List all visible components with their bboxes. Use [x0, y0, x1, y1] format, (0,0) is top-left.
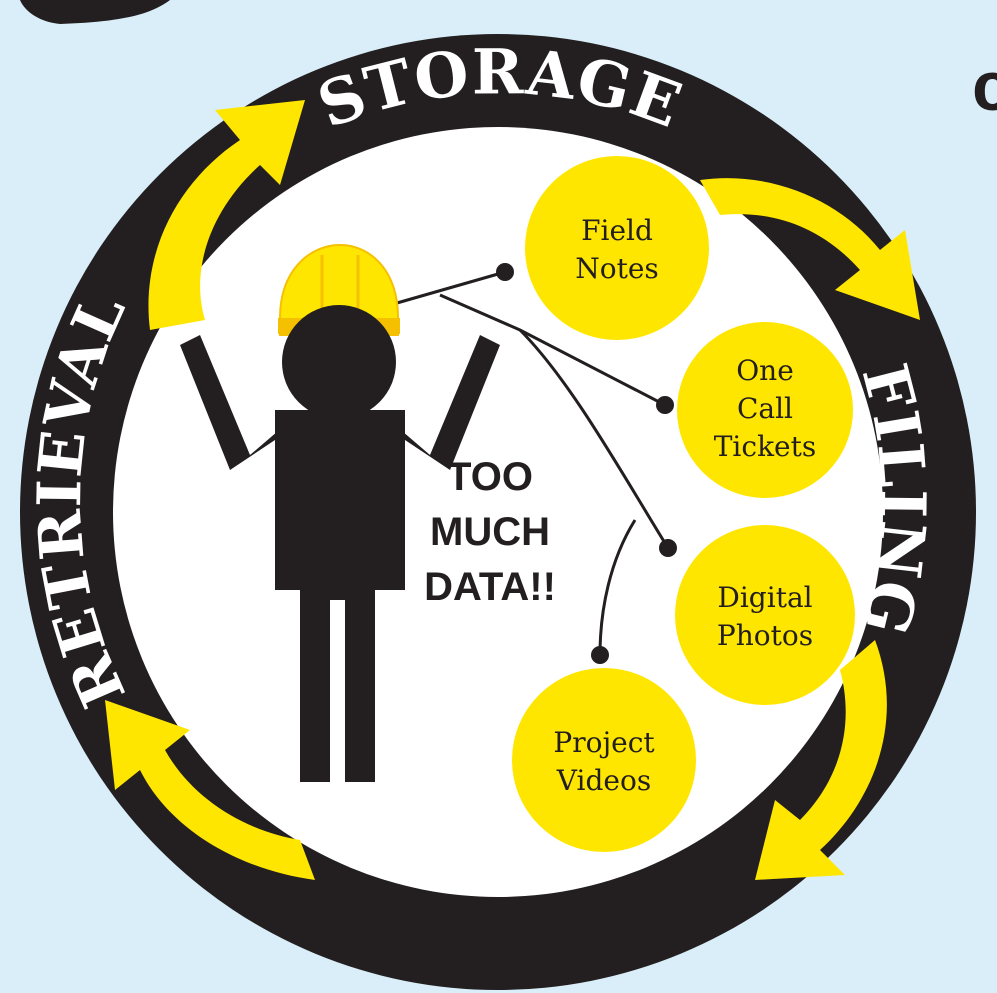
- arrow-archiving-to-retrieval: [105, 700, 315, 880]
- headline-line-2: MUCH: [430, 510, 550, 554]
- connector-dot: [496, 263, 514, 281]
- bubble-project-videos: Project Videos: [512, 668, 696, 852]
- connector-project-videos: [598, 519, 637, 656]
- bubble-label: Tickets: [714, 430, 816, 463]
- arrow-retrieval-to-storage: [148, 100, 305, 330]
- worker-figure: [180, 243, 500, 782]
- cropped-text-fragment: c: [972, 47, 997, 125]
- arrow-storage-to-filing: [700, 178, 920, 320]
- connector-dot: [656, 396, 674, 414]
- hard-hat-icon: [279, 243, 399, 336]
- bubble-label: Photos: [717, 619, 813, 652]
- connector-digital-photos: [518, 328, 670, 549]
- connector-dot: [659, 539, 677, 557]
- bubble-label: Digital: [717, 581, 812, 614]
- bubble-label: Field: [581, 214, 653, 247]
- header-banner-fragment: [20, 0, 170, 24]
- bubble-label: Videos: [556, 764, 651, 797]
- headline-line-3: DATA!!: [424, 565, 556, 609]
- bubble-label: Project: [553, 726, 655, 759]
- bubble-digital-photos: Digital Photos: [675, 525, 855, 705]
- connector-dot: [591, 646, 609, 664]
- connector-lines: [389, 270, 670, 656]
- bubble-label: Notes: [575, 252, 659, 285]
- bubble-field-notes: Field Notes: [525, 156, 709, 340]
- bubble-label: Call: [737, 392, 793, 425]
- connector-dots: [496, 263, 677, 664]
- connector-field-notes: [389, 270, 506, 307]
- cycle-arrows: [105, 100, 920, 880]
- worker-body: [180, 335, 500, 782]
- headline-line-1: TOO: [447, 455, 533, 499]
- bubble-label: One: [736, 354, 794, 387]
- arrow-filing-to-archiving: [755, 640, 887, 880]
- bubble-one-call-tickets: One Call Tickets: [677, 322, 853, 498]
- worker-head: [282, 305, 396, 419]
